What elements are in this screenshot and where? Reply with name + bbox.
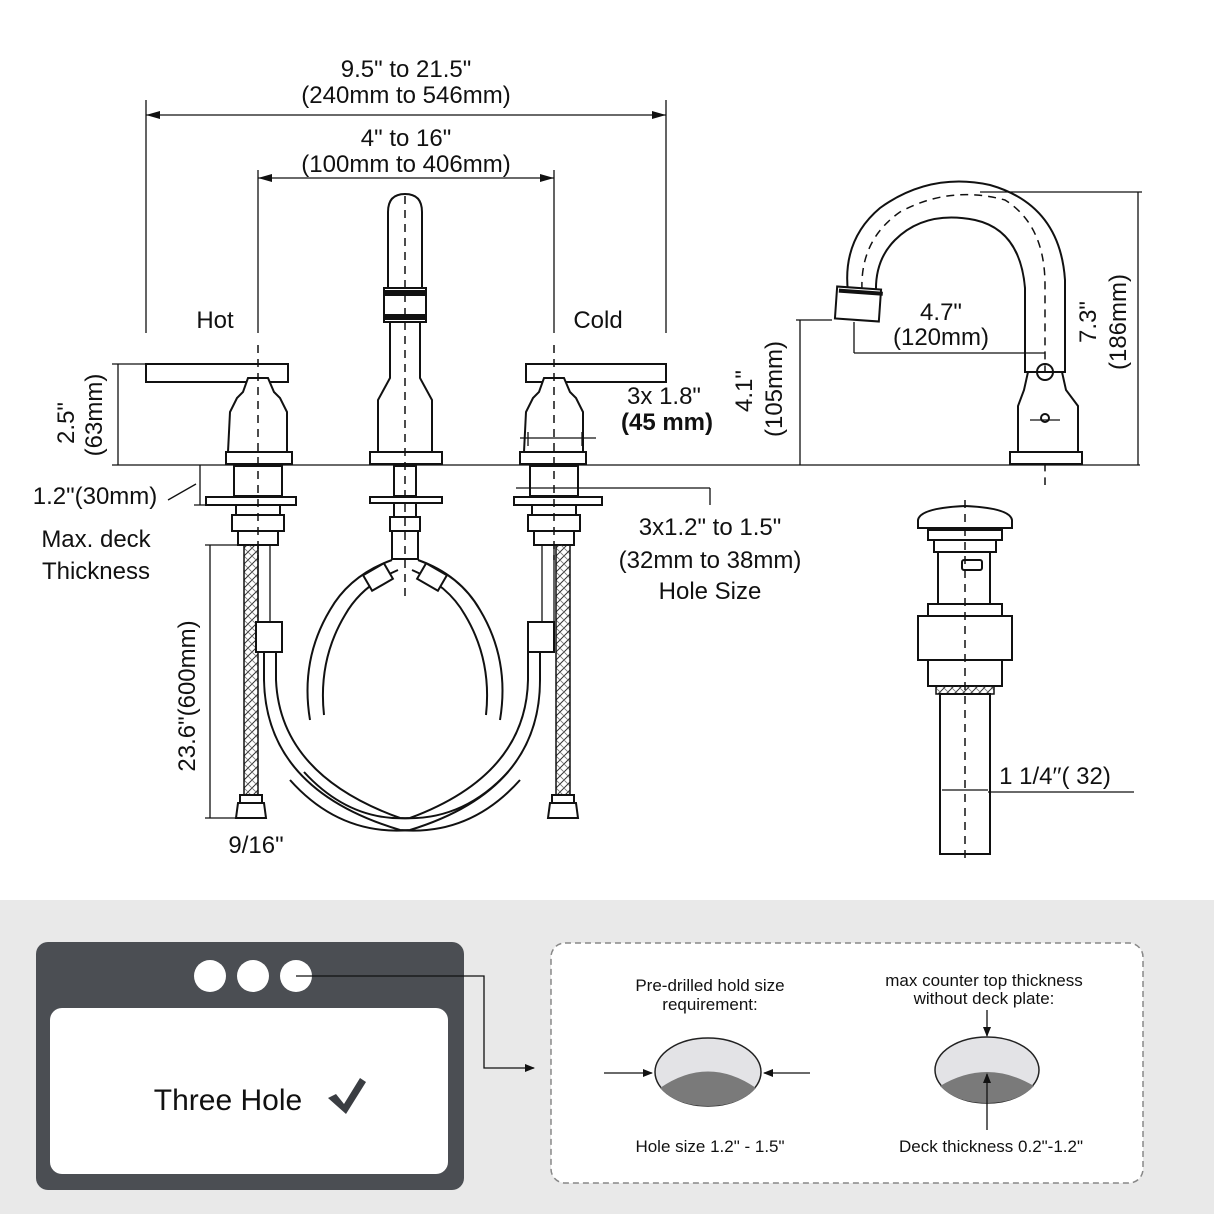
handle-height-dimension xyxy=(112,363,145,465)
hose-fitting-label: 9/16" xyxy=(228,832,283,859)
hole-size-label: 3x1.2" to 1.5" xyxy=(639,514,781,541)
requirements-box xyxy=(550,942,1144,1184)
side-view-faucet xyxy=(833,180,1083,485)
counter-label-1: max counter top thickness xyxy=(885,971,1082,990)
hole-size-leader xyxy=(516,482,711,505)
center-spout xyxy=(369,192,443,600)
hose-length-dimension xyxy=(205,544,244,819)
overall-width-label: 9.5" to 21.5" xyxy=(341,56,471,83)
hot-label: Hot xyxy=(196,307,234,334)
center-spread-mm-label: (100mm to 406mm) xyxy=(301,151,510,178)
handle-base-label: 3x 1.8" xyxy=(627,383,701,410)
faucet-height-mm-label: (186mm) xyxy=(1105,274,1132,370)
arrow-icon xyxy=(296,975,535,1072)
deck-range-label: Deck thickness 0.2"-1.2" xyxy=(899,1137,1083,1156)
deck-thickness-dimension xyxy=(167,465,230,506)
hose-length-label: 23.6"(600mm) xyxy=(174,620,201,771)
hot-supply-hose xyxy=(234,544,271,819)
deck-thickness-illustration xyxy=(934,1010,1040,1130)
check-icon xyxy=(328,1078,366,1114)
three-hole-label: Three Hole xyxy=(154,1084,302,1117)
handle-base-dimension xyxy=(520,432,596,446)
handle-height-label: 2.5" xyxy=(53,402,80,444)
handle-height-mm-label: (63mm) xyxy=(81,374,108,457)
spout-height-label: 4.1" xyxy=(731,370,758,412)
side-view-dimensions xyxy=(796,191,1142,465)
deck-thickness-label: 1.2"(30mm) xyxy=(33,483,158,510)
handle-base-mm-label: (45 mm) xyxy=(621,409,713,436)
spout-height-mm-label: (105mm) xyxy=(761,341,788,437)
center-spread-dimension xyxy=(257,170,555,333)
deck-label-line1: Max. deck xyxy=(41,526,151,553)
spout-reach-label: 4.7" xyxy=(920,299,962,326)
overall-width-mm-label: (240mm to 546mm) xyxy=(301,82,510,109)
cold-supply-hose xyxy=(541,544,580,819)
predrilled-label-1: Pre-drilled hold size xyxy=(635,976,784,995)
cold-label: Cold xyxy=(573,307,622,334)
hole-size-illustration xyxy=(604,1037,810,1107)
faucet-hole-2 xyxy=(237,960,269,992)
cold-handle xyxy=(513,345,667,560)
overall-width-dimension xyxy=(145,100,667,333)
connector-hoses xyxy=(255,559,555,832)
hole-size-mm-label: (32mm to 38mm) xyxy=(619,547,802,574)
counter-label-2: without deck plate: xyxy=(913,989,1055,1008)
hole-size-caption: Hole Size xyxy=(659,578,762,605)
deck-label-line2: Thickness xyxy=(42,558,150,585)
faucet-height-label: 7.3" xyxy=(1075,301,1102,343)
center-spread-label: 4" to 16" xyxy=(361,125,451,152)
drain-size-label: 1 1/4′′( 32) xyxy=(999,763,1111,790)
faucet-hole-1 xyxy=(194,960,226,992)
hole-range-label: Hole size 1.2" - 1.5" xyxy=(635,1137,784,1156)
sink-graphic xyxy=(36,942,464,1190)
spout-reach-mm-label: (120mm) xyxy=(893,324,989,351)
predrilled-label-2: requirement: xyxy=(662,995,757,1014)
hot-handle xyxy=(145,345,297,560)
pop-up-drain xyxy=(917,500,1134,862)
